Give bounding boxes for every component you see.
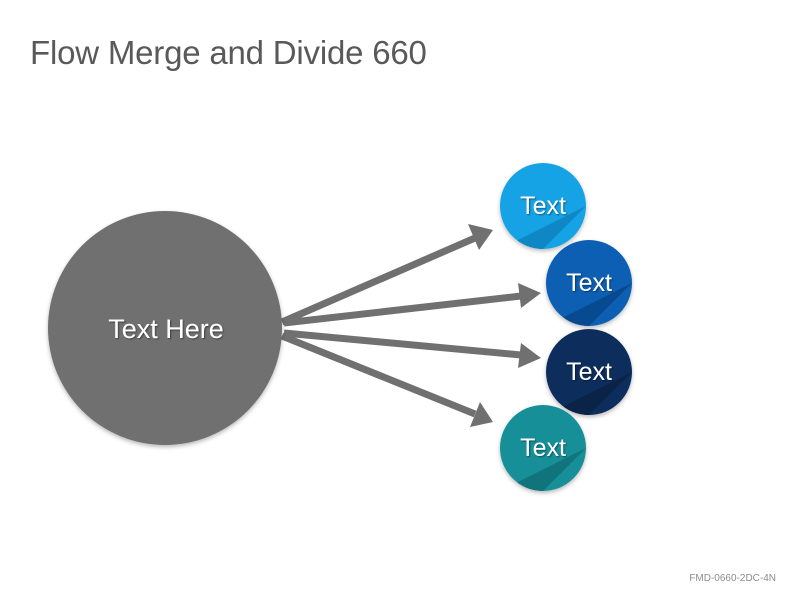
arrow-to-target-3 (283, 329, 541, 368)
target-node-2: Text (546, 240, 632, 326)
target-shade-2 (546, 283, 632, 326)
target-shade-4 (500, 448, 586, 491)
target-shade-3 (546, 372, 632, 415)
source-label: Text Here (108, 314, 224, 344)
arrows (280, 224, 541, 427)
target-node-1: Text (500, 163, 586, 249)
arrow-to-target-1 (280, 224, 493, 326)
target-label-2: Text (566, 269, 612, 297)
target-label-4: Text (520, 434, 566, 462)
target-shade-1 (500, 206, 586, 249)
target-label-1: Text (520, 192, 566, 220)
page-title: Flow Merge and Divide 660 (30, 34, 427, 71)
footer-code: FMD-0660-2DC-4N (689, 573, 776, 584)
target-label-3: Text (566, 358, 612, 386)
target-node-4: Text (500, 405, 586, 491)
arrow-to-target-4 (280, 332, 493, 427)
arrow-to-target-2 (283, 283, 541, 327)
source-circle (48, 211, 282, 445)
target-node-3: Text (546, 329, 632, 415)
source-node: Text Here (48, 211, 282, 445)
